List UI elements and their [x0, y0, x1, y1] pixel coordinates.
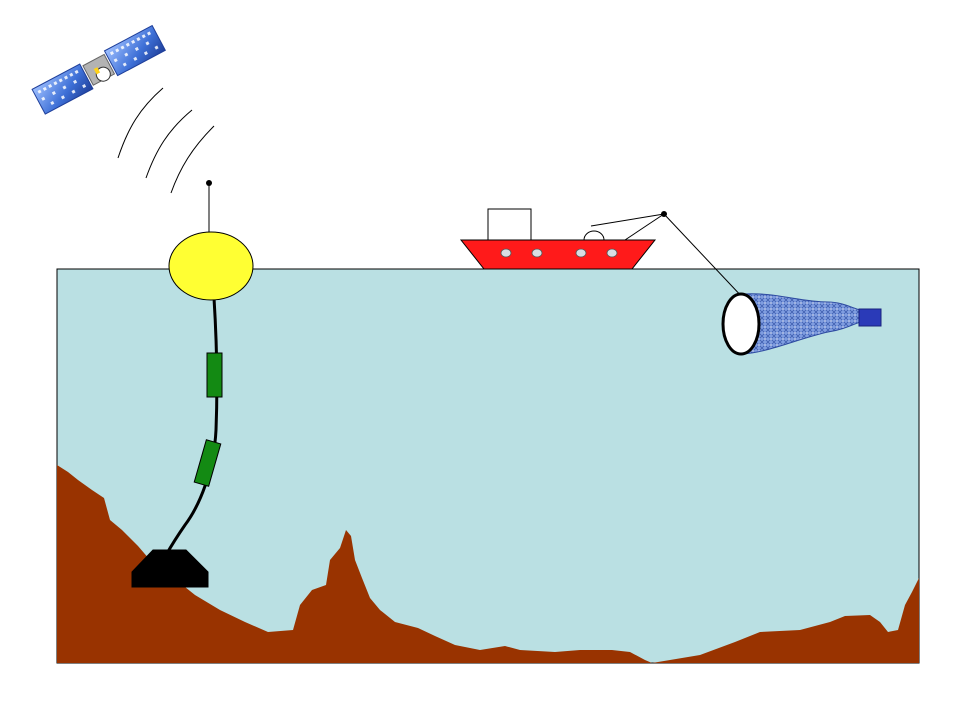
- satellite-light: [93, 67, 101, 75]
- buoy-antenna-tip: [206, 180, 212, 186]
- ship-porthole: [531, 248, 543, 258]
- net-cod-end: [858, 308, 882, 327]
- radio-wave-outer: [117, 87, 164, 159]
- ship-porthole: [500, 248, 512, 258]
- mooring-instrument-upper: [206, 352, 223, 398]
- ship-crane-boom-upper: [590, 213, 665, 227]
- radio-wave-middle: [145, 109, 193, 179]
- ship-portholes: [500, 248, 618, 258]
- mooring-instrument-lower: [193, 439, 222, 487]
- ship-porthole: [575, 248, 587, 258]
- net-mouth-ring: [721, 292, 761, 356]
- ship-porthole: [606, 248, 618, 258]
- satellite-right-panel-cells: [109, 31, 159, 67]
- research-vessel-icon: [459, 208, 667, 270]
- seafloor-terrain: [57, 465, 919, 663]
- tow-cable: [663, 213, 746, 301]
- satellite-icon: [31, 24, 166, 115]
- ship-hull: [459, 239, 657, 270]
- radio-wave-inner: [170, 125, 215, 194]
- ship-crane-boom-lower: [624, 213, 665, 241]
- satellite-left-panel: [31, 63, 94, 115]
- satellite-dish: [95, 66, 111, 82]
- surface-buoy-icon: [168, 231, 254, 301]
- satellite-left-panel-cells: [37, 69, 87, 105]
- anchor-weight-icon: [131, 549, 209, 588]
- ship-cabin: [487, 208, 532, 241]
- ship-winch: [583, 230, 605, 241]
- plankton-net-icon: [721, 292, 882, 356]
- satellite-right-panel: [103, 24, 166, 77]
- radio-waves-icon: [117, 87, 215, 194]
